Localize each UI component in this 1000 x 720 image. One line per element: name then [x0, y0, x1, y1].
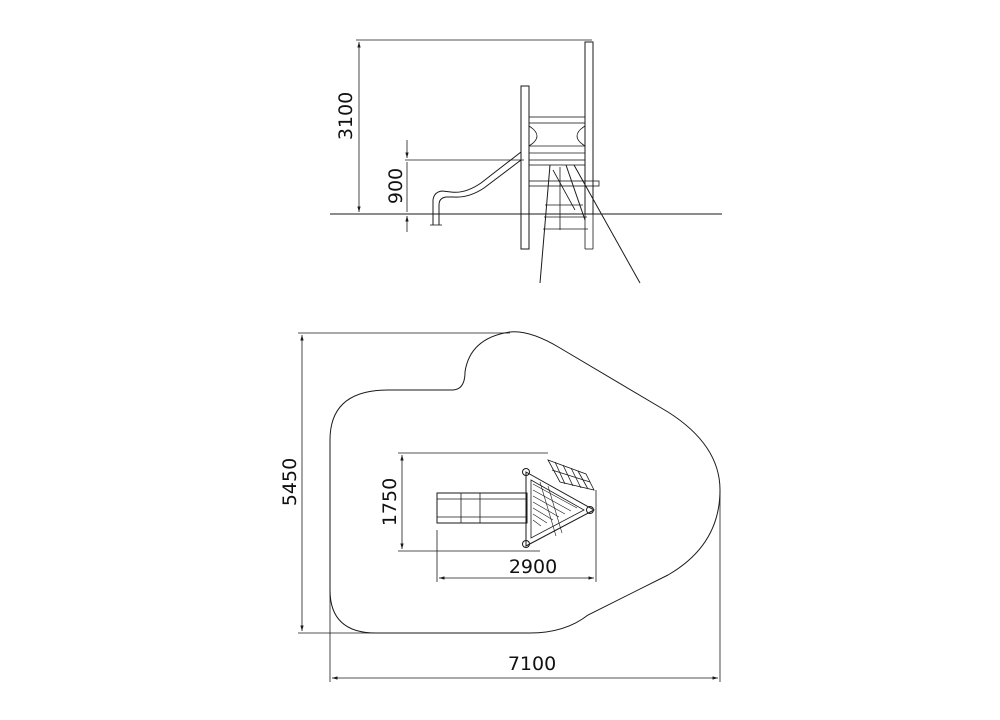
depth-label: 5450 [279, 458, 301, 506]
equipment-depth-dimension: 1750 [379, 452, 548, 552]
depth-dimension: 5450 [279, 332, 510, 634]
plan-view: 5450 7100 1750 2900 [279, 331, 721, 682]
width-dimension: 7100 [329, 490, 721, 682]
platform-height-dimension: 900 [385, 140, 524, 232]
tall-post [584, 41, 594, 215]
equipment-width-label: 2900 [509, 556, 557, 578]
climbing-net-plan [547, 459, 595, 491]
equipment-width-dimension: 2900 [436, 490, 597, 582]
width-label: 7100 [508, 653, 556, 675]
tower-panels [528, 116, 600, 187]
platform-hatching [532, 481, 578, 537]
platform-height-label: 900 [385, 168, 407, 204]
slide [430, 151, 522, 226]
height-label: 3100 [335, 92, 357, 140]
side-elevation-view: 3100 900 [330, 39, 722, 284]
climbing-net [539, 164, 641, 284]
tower-post [520, 85, 530, 250]
slide-plan [436, 492, 528, 524]
height-dimension: 3100 [335, 39, 592, 212]
triangular-platform [522, 468, 596, 548]
equipment-depth-label: 1750 [379, 478, 401, 526]
